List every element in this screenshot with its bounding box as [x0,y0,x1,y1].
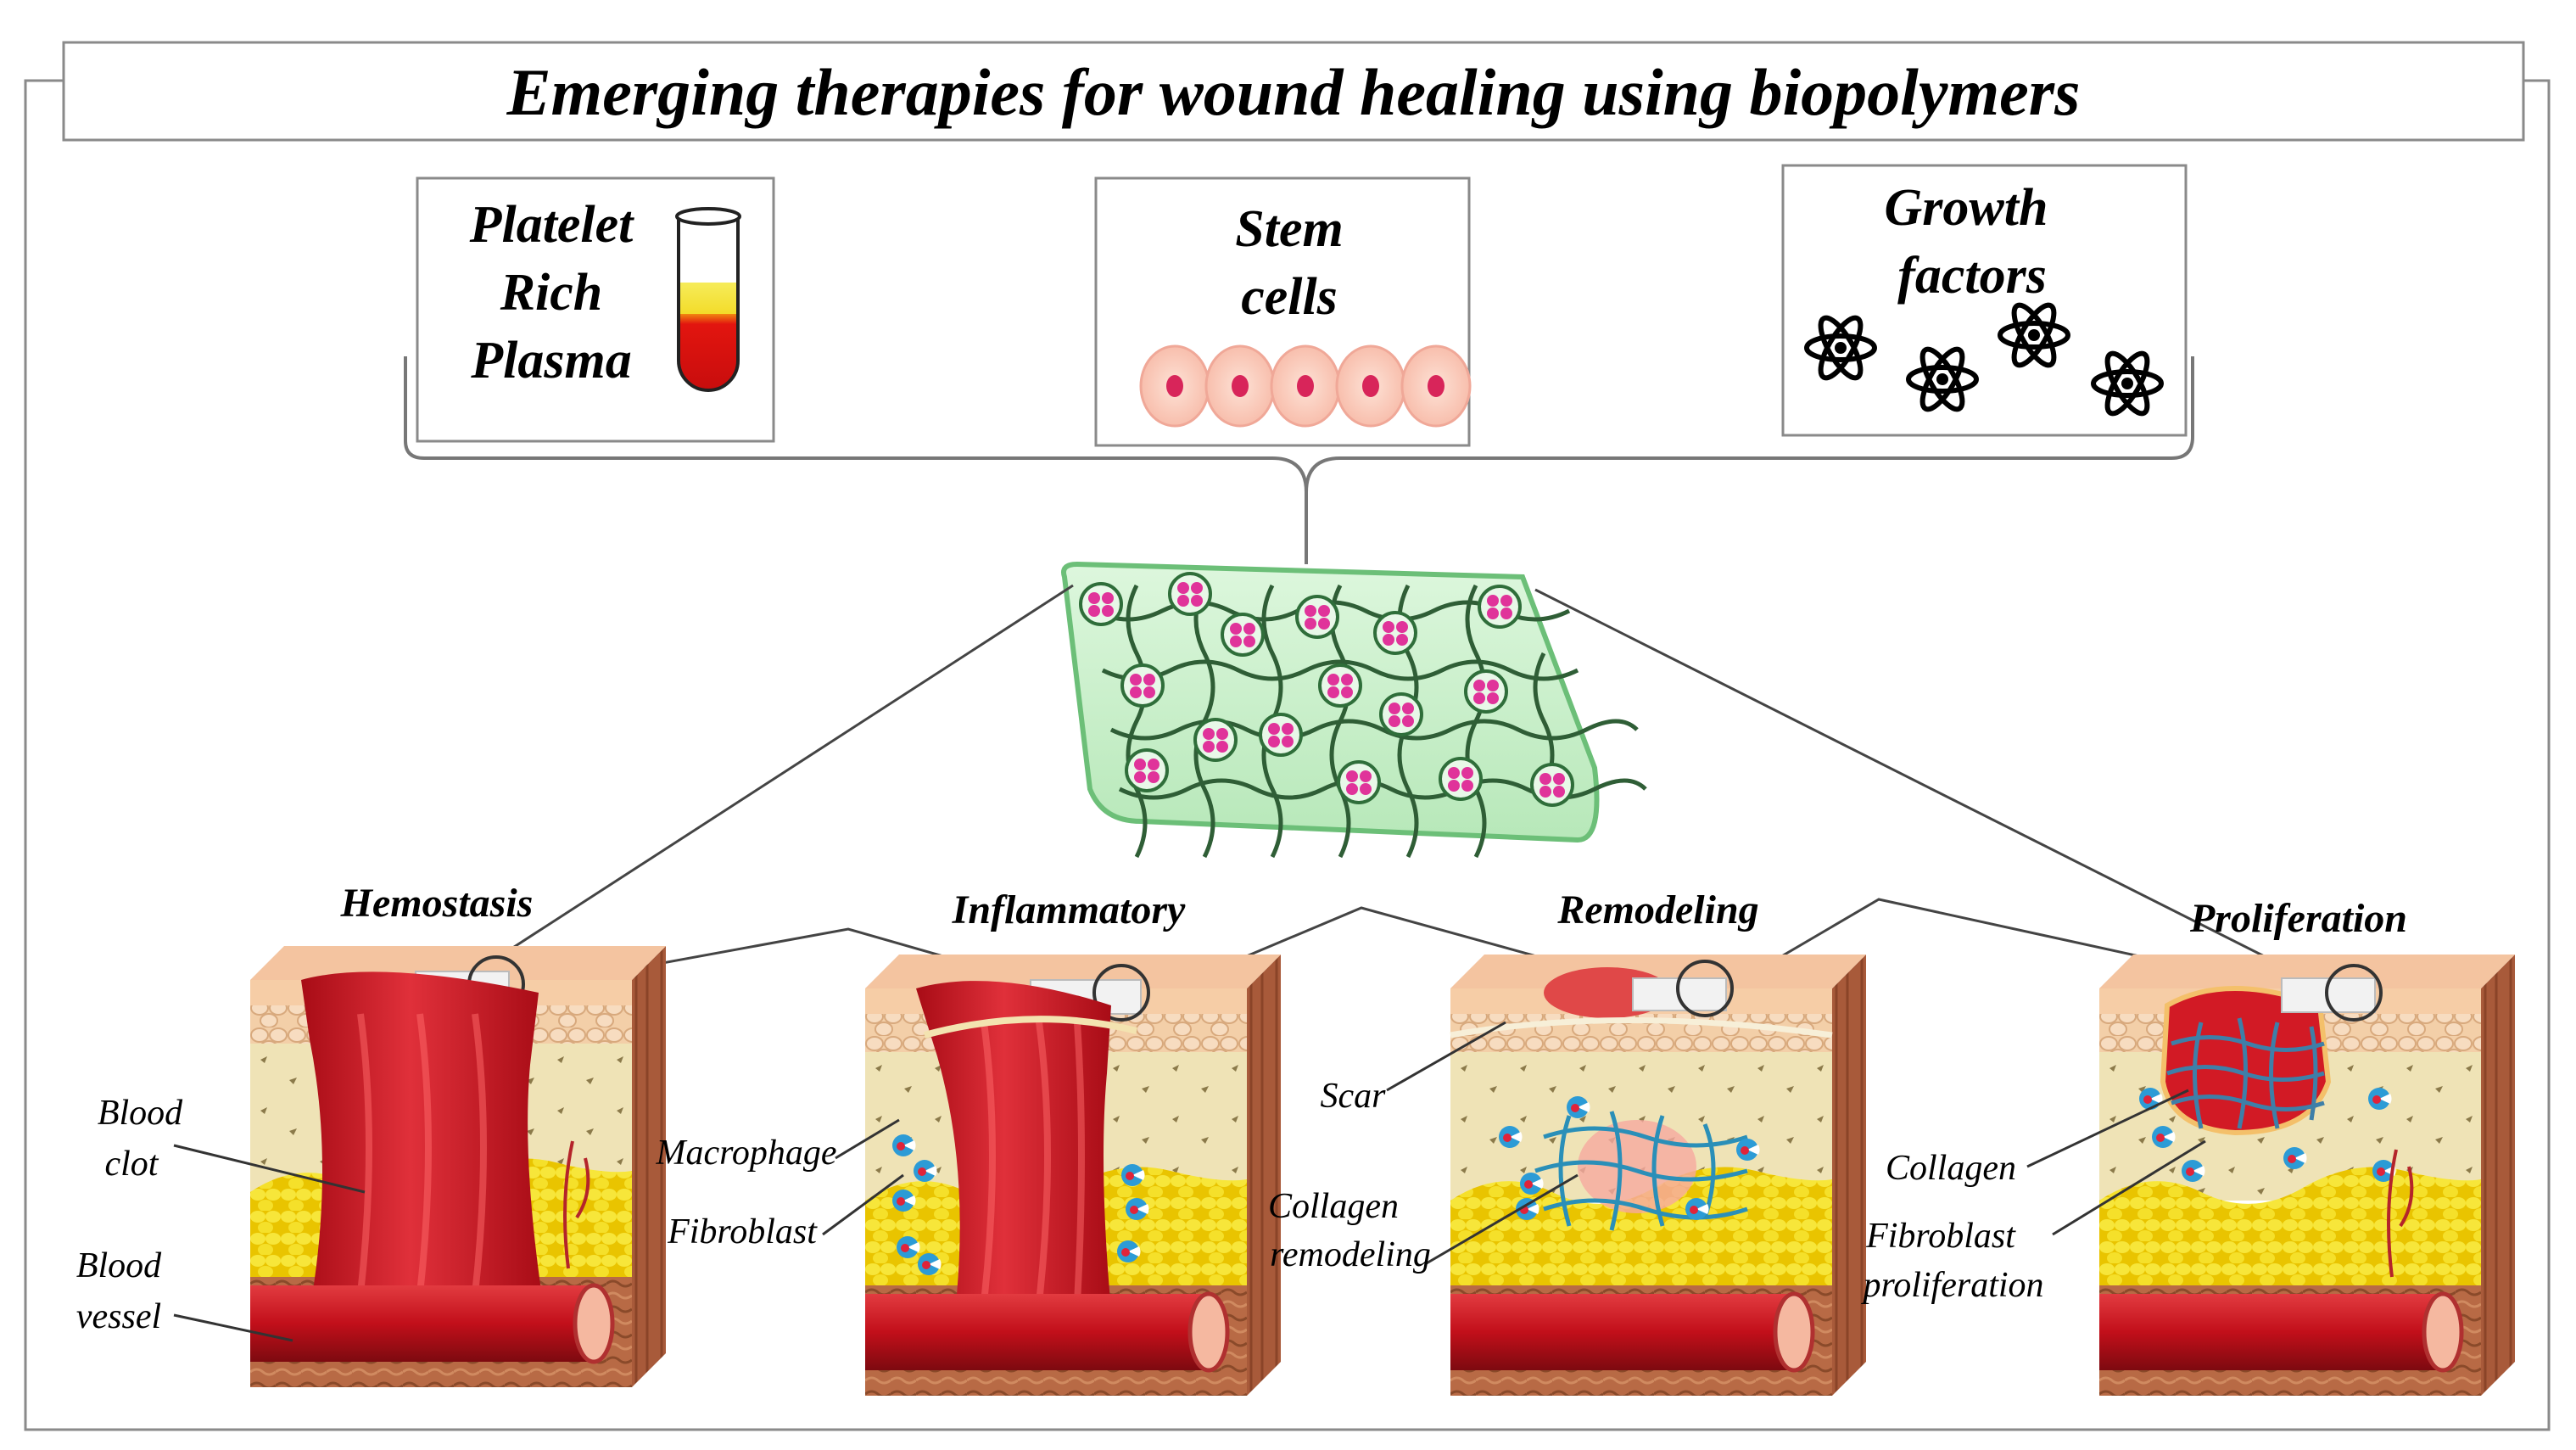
skin-block-remodeling [1450,955,1866,1396]
prp-label-3: Plasma [470,332,631,389]
stem-label-2: cells [1241,268,1338,326]
phase-title-proliferation: Proliferation [2189,896,2407,941]
prp-label-2: Rich [500,264,603,322]
label-collagen-remodeling-2: remodeling [1270,1235,1431,1274]
blood-vessel [865,1291,1230,1373]
label-blood-vessel-1: Blood [76,1246,162,1285]
label-fibroblast: Fibroblast [667,1212,818,1251]
blood-vessel [1450,1291,1815,1373]
label-macrophage: Macrophage [655,1134,836,1173]
skin-block-inflammatory [865,955,1281,1396]
label-fibroblast-proliferation-1: Fibroblast [1865,1217,2016,1256]
stem-cell-icons [1139,344,1472,428]
growth-factors-box: Growth factors [1781,164,2188,437]
growth-label-1: Growth [1885,179,2048,237]
title-box [62,41,2525,142]
blood-vessel [2099,1291,2464,1373]
prp-label-1: Platelet [469,196,635,254]
label-collagen: Collagen [1886,1149,2016,1188]
growth-label-2: factors [1897,247,2047,305]
label-blood-clot-2: clot [105,1145,159,1184]
skin-block-hemostasis [250,946,666,1387]
label-scar: Scar [1321,1077,1387,1116]
stem-cells-box: Stem cells [1094,176,1472,447]
stem-label-1: Stem [1235,200,1343,258]
label-blood-vessel-2: vessel [76,1297,161,1336]
page-title: Emerging therapies for wound healing usi… [506,55,2081,129]
test-tube-icon [675,207,741,392]
phase-title-inflammatory: Inflammatory [952,887,1186,932]
leader-lines [173,1021,2206,1342]
blood-vessel [250,1283,615,1364]
hydrogel-scaffold [1061,561,1647,859]
label-fibroblast-proliferation-2: proliferation [1860,1266,2043,1305]
collagen-network [2166,1017,2325,1129]
prp-box: Platelet Rich Plasma [416,176,775,443]
skin-block-proliferation [2099,955,2515,1396]
blood-clot [916,981,1111,1319]
label-collagen-remodeling-1: Collagen [1268,1187,1399,1226]
phase-title-hemostasis: Hemostasis [340,881,534,926]
label-blood-clot-1: Blood [98,1094,183,1133]
grouping-brace [404,356,2194,564]
phase-title-remodeling: Remodeling [1556,887,1758,932]
